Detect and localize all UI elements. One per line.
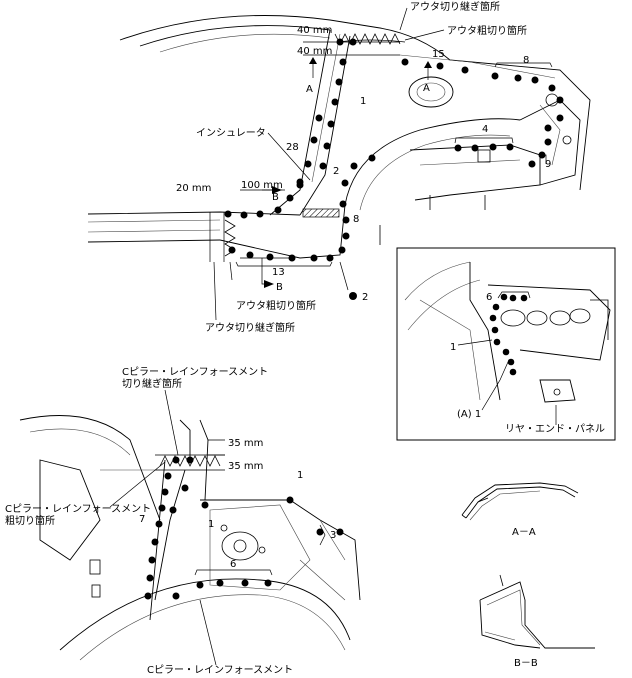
label-c-reinf: Cピラー・レインフォースメント (147, 664, 293, 676)
dim-100: 100 mm (241, 180, 283, 191)
label-c-rough-1: Cピラー・レインフォースメント (5, 503, 151, 515)
inset-count-1: 1 (450, 342, 456, 353)
dim-20: 20 mm (176, 183, 211, 194)
bottom-count-1b: 1 (208, 519, 214, 530)
count-1: 1 (360, 96, 366, 107)
top-diagram: アウタ切り継ぎ箇所 アウタ粗切り箇所 インシュレータ アウタ粗切り箇所 アウタ切… (87, 0, 591, 334)
weld-dots-inset (489, 293, 528, 376)
section-b-upper: B (272, 192, 279, 203)
bottom-count-3: 3 (330, 530, 336, 541)
label-insulator: インシュレータ (196, 127, 266, 139)
dim-40b: 40 mm (297, 46, 332, 57)
dim-35a: 35 mm (228, 438, 263, 449)
count-4: 4 (482, 124, 488, 135)
weld-dots-top (224, 38, 564, 300)
count-8-mid: 8 (353, 214, 359, 225)
count-15: 15 (432, 49, 445, 60)
inset-panel: 6 1 (A) 1 リヤ・エンド・パネル (396, 247, 616, 441)
label-outer-rough: アウタ粗切り箇所 (447, 24, 527, 37)
label-c-rough-2: 粗切り箇所 (5, 514, 55, 527)
section-a-a: A－A (461, 482, 579, 538)
count-2: 2 (333, 166, 339, 177)
bottom-count-7: 7 (139, 514, 145, 525)
label-outer-splice-bottom: アウタ切り継ぎ箇所 (205, 321, 295, 334)
dim-35b: 35 mm (228, 461, 263, 472)
bottom-count-6: 6 (230, 559, 236, 570)
weld-dots-bottom (144, 456, 344, 600)
section-b-lower: B (276, 282, 283, 293)
section-a-right: A (423, 83, 430, 94)
inset-count-6: 6 (486, 292, 492, 303)
label-c-splice-2: 切り継ぎ箇所 (122, 377, 182, 390)
inset-count-a1: (A) 1 (457, 409, 481, 420)
count-8-top: 8 (523, 55, 529, 66)
section-a-left: A (306, 84, 313, 95)
label-section-aa: A－A (512, 527, 536, 538)
count-28: 28 (286, 142, 299, 153)
label-outer-splice: アウタ切り継ぎ箇所 (410, 0, 500, 13)
label-outer-rough-bottom: アウタ粗切り箇所 (236, 299, 316, 312)
dim-40a: 40 mm (297, 25, 332, 36)
section-b-b: B－B (479, 574, 595, 669)
count-9: 9 (545, 159, 551, 170)
label-rear-end-panel: リヤ・エンド・パネル (505, 423, 605, 435)
label-c-splice-1: Cピラー・レインフォースメント (122, 366, 268, 378)
count-2-legend: 2 (362, 292, 368, 303)
label-section-bb: B－B (514, 658, 538, 669)
bottom-diagram: Cピラー・レインフォースメント 切り継ぎ箇所 Cピラー・レインフォースメント 粗… (5, 366, 361, 676)
bottom-count-1a: 1 (297, 470, 303, 481)
count-13: 13 (272, 267, 285, 278)
